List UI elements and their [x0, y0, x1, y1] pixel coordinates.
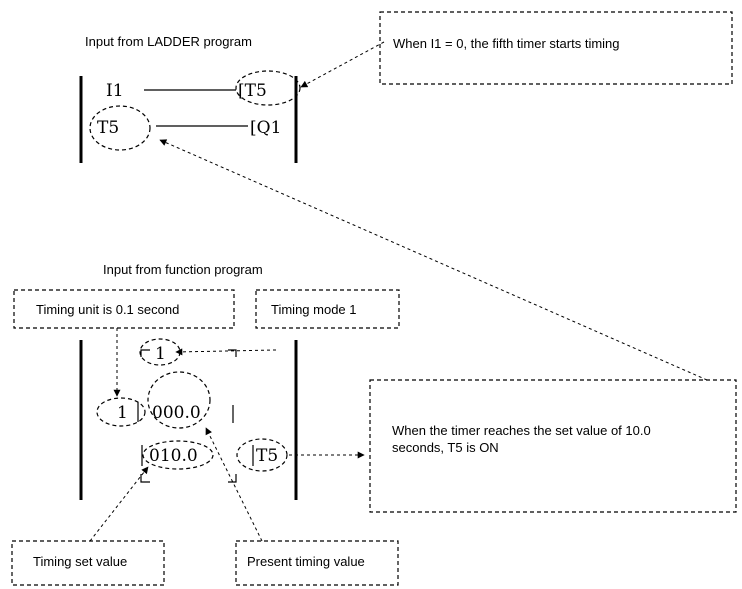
timing-unit-callout: Timing unit is 0.1 second — [36, 302, 179, 317]
timer-set-value: 010.0 — [149, 446, 198, 466]
timing-mode-arrow — [175, 348, 277, 356]
coil-t5-highlight — [235, 70, 301, 106]
timing-unit-callout-box — [13, 289, 235, 329]
timer-output-t5: T5 — [256, 446, 278, 466]
contact-t5-highlight — [89, 105, 151, 151]
ladder-coil-q1: [Q1 — [250, 118, 281, 138]
present-value-callout: Present timing value — [247, 554, 365, 569]
ladder-coil-t5: [T5 — [238, 81, 267, 101]
unit-digit-highlight — [96, 397, 146, 427]
present-value-arrow — [205, 427, 263, 542]
timing-mode-callout: Timing mode 1 — [271, 302, 357, 317]
timer-block-corner-br — [228, 474, 237, 483]
timer-start-callout: When I1 = 0, the fifth timer starts timi… — [393, 36, 620, 51]
timer-start-callout-box — [379, 11, 733, 85]
set-value-callout: Timing set value — [33, 554, 127, 569]
timer-block-corner-bl — [140, 474, 150, 483]
present-value-highlight — [147, 371, 211, 429]
ladder-contact-t5: T5 — [97, 118, 119, 138]
present-value-callout-box — [235, 540, 399, 586]
timer-start-arrow — [300, 41, 385, 88]
t5-on-to-ladder-arrow — [159, 139, 708, 381]
timer-mode-digit: 1 — [155, 344, 166, 364]
ladder-caption: Input from LADDER program — [85, 34, 252, 49]
timer-block-corner-tl — [140, 349, 150, 357]
timer-on-callout-line1: When the timer reaches the set value of … — [392, 423, 651, 438]
timer-block-corner-tr — [228, 349, 237, 357]
function-caption: Input from function program — [103, 262, 263, 277]
timer-unit-digit: 1 — [117, 403, 128, 423]
output-t5-highlight — [236, 438, 288, 472]
set-value-highlight — [142, 440, 214, 470]
set-value-arrow — [89, 466, 149, 542]
timer-on-callout-box — [369, 379, 737, 513]
timing-mode-callout-box — [255, 289, 400, 329]
timer-on-callout-line2: seconds, T5 is ON — [392, 440, 499, 455]
timer-present-value: 000.0 — [152, 403, 201, 423]
ladder-contact-i1: I1 — [106, 81, 124, 101]
